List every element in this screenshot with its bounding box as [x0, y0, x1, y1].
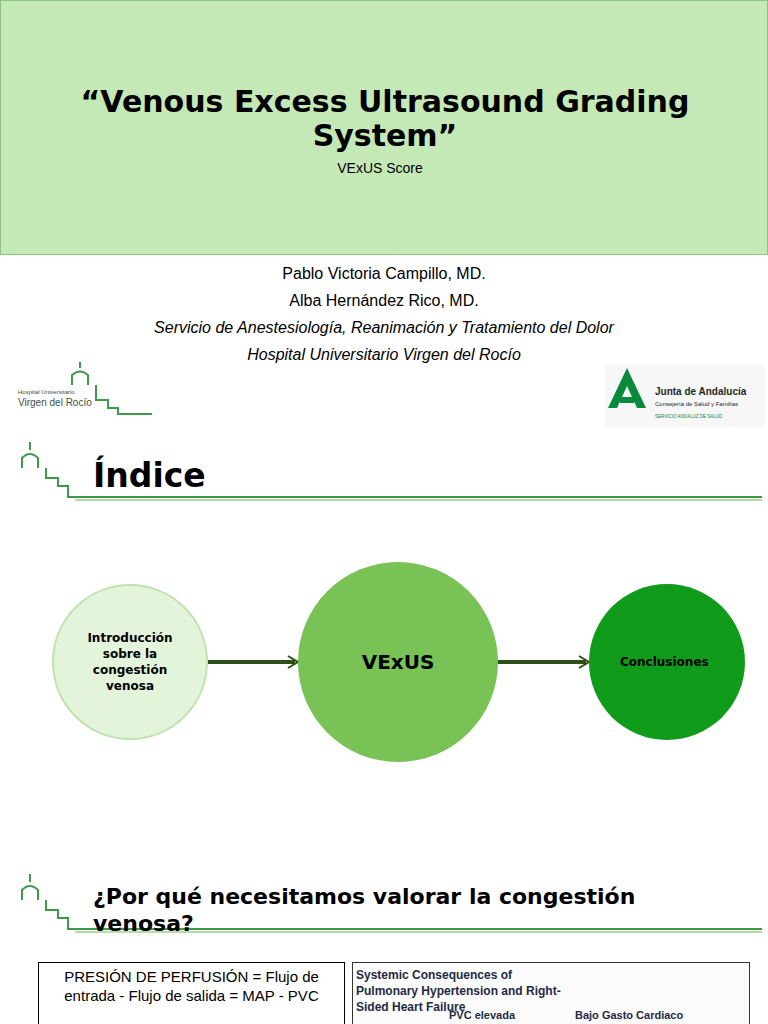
- index-circle: Conclusiones: [589, 584, 745, 740]
- figure-label: PVC elevada: [449, 1009, 515, 1022]
- logo-text: Virgen del Rocío: [18, 397, 92, 408]
- arrow-connector: [208, 656, 298, 668]
- hospital-name: Hospital Universitario Virgen del Rocío: [0, 346, 768, 364]
- slide-heading: ¿Por qué necesitamos valorar la congesti…: [93, 883, 713, 937]
- circle-label: Conclusiones: [620, 653, 714, 671]
- department: Servicio de Anestesiología, Reanimación …: [0, 319, 768, 337]
- logo-text: Hospital Universitario: [18, 389, 75, 395]
- title-band: “Venous Excess Ultrasound Grading System…: [0, 0, 768, 255]
- junta-logo: [605, 365, 765, 427]
- figure-label: Bajo Gasto Cardiaco: [575, 1009, 683, 1022]
- index-circle: Introducción sobre la congestión venosa: [52, 584, 208, 740]
- author-name: Alba Hernández Rico, MD.: [0, 292, 768, 310]
- slide-title: “Venous Excess Ultrasound Grading System…: [41, 85, 729, 153]
- slide-heading: Índice: [93, 455, 206, 497]
- formula-box: PRESIÓN DE PERFUSIÓN = Flujo de entrada …: [38, 962, 345, 1024]
- author-name: Pablo Victoria Campillo, MD.: [0, 265, 768, 283]
- index-circle: VExUS: [298, 562, 498, 762]
- figure-title: Systemic Consequences of Pulmonary Hyper…: [356, 967, 566, 1015]
- header-rule: [75, 499, 762, 501]
- slide-header-mark: [22, 442, 762, 497]
- logo-text: SERVICIO ANDALUZ DE SALUD: [655, 414, 722, 419]
- logo-text: Consejería de Salud y Familias: [655, 401, 738, 407]
- circle-label: Introducción sobre la congestión venosa: [82, 630, 178, 694]
- arrow-connector: [498, 656, 589, 668]
- formula-text: PRESIÓN DE PERFUSIÓN = Flujo de entrada …: [51, 967, 332, 1005]
- slide-subtitle: VExUS Score: [311, 159, 449, 177]
- circle-label: VExUS: [362, 650, 435, 674]
- figure-panel: Systemic Consequences of Pulmonary Hyper…: [352, 962, 750, 1024]
- logo-text: Junta de Andalucía: [655, 386, 746, 397]
